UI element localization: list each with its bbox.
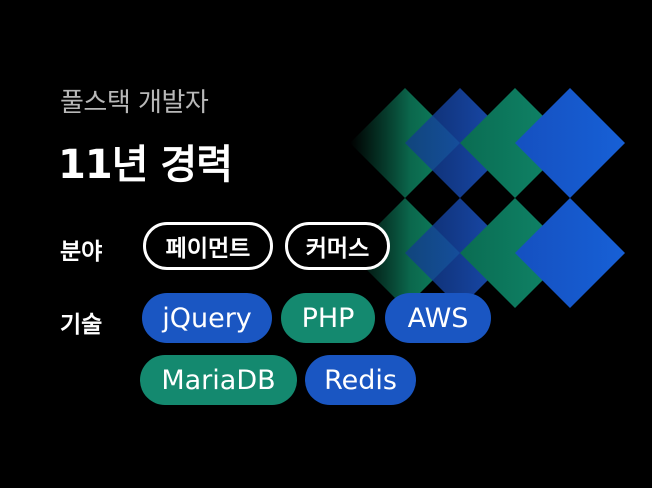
tech-chip-jquery: jQuery: [142, 293, 272, 343]
tech-chip-php: PHP: [281, 293, 375, 343]
tech-chip-aws: AWS: [385, 293, 491, 343]
tech-label: 기술: [60, 312, 103, 338]
diamond-shape: [460, 88, 570, 198]
diamond-shape: [460, 198, 570, 308]
diamond-shape: [405, 88, 515, 198]
experience-title: 11년 경력: [58, 142, 233, 188]
field-chip-payment: 페이먼트: [143, 222, 273, 270]
diamond-shape: [405, 198, 515, 308]
tech-chip-mariadb: MariaDB: [140, 355, 297, 405]
field-label: 분야: [60, 239, 103, 265]
diamond-shape: [515, 88, 625, 198]
tech-chip-redis: Redis: [305, 355, 416, 405]
field-chip-commerce: 커머스: [285, 222, 390, 270]
diamond-shape: [515, 198, 625, 308]
role-subtitle: 풀스택 개발자: [60, 88, 209, 118]
diamond-shape: [350, 88, 460, 198]
